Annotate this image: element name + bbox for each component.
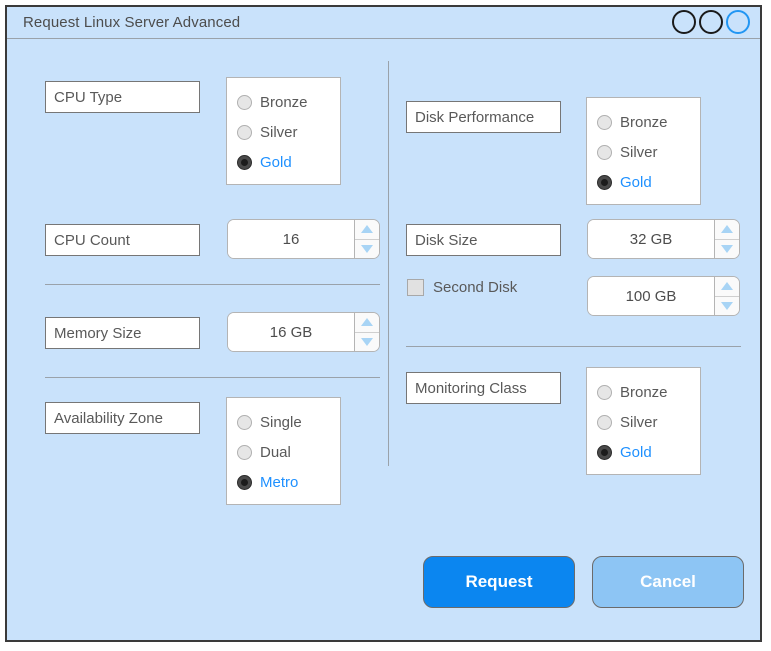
spinner-down-icon[interactable]: [355, 333, 379, 352]
radio-icon: [597, 384, 612, 400]
radio-label: Silver: [260, 123, 298, 141]
memory-size-stepper[interactable]: 16 GB: [227, 312, 380, 352]
spinner-down-icon[interactable]: [355, 240, 379, 259]
radio-label: Silver: [620, 413, 658, 431]
cpu-type-label: CPU Type: [45, 81, 200, 113]
left-divider-2: [45, 377, 380, 378]
spinner-down-icon[interactable]: [715, 240, 739, 259]
monitoring-class-label: Monitoring Class: [406, 372, 561, 404]
checkbox-icon[interactable]: [407, 279, 424, 296]
title-bar: Request Linux Server Advanced: [7, 7, 760, 39]
radio-icon: [597, 144, 612, 160]
window-title: Request Linux Server Advanced: [23, 14, 241, 31]
right-divider-1: [406, 346, 741, 347]
dialog-body: CPU Type Bronze Silver Gold CPU Count 16: [7, 39, 760, 642]
disk-performance-label: Disk Performance: [406, 101, 561, 133]
second-disk-spin-buttons: [714, 277, 739, 315]
radio-cpu-type-silver[interactable]: Silver: [237, 117, 340, 147]
disk-performance-radio-group[interactable]: Bronze Silver Gold: [586, 97, 701, 205]
radio-label: Gold: [620, 173, 652, 191]
disk-size-value[interactable]: 32 GB: [588, 220, 714, 258]
radio-icon: [237, 124, 252, 140]
left-divider-1: [45, 284, 380, 285]
availability-zone-label: Availability Zone: [45, 402, 200, 434]
second-disk-checkbox[interactable]: Second Disk: [407, 279, 517, 296]
disk-size-spin-buttons: [714, 220, 739, 258]
radio-label: Bronze: [620, 113, 668, 131]
cpu-count-stepper[interactable]: 16: [227, 219, 380, 259]
cpu-count-label: CPU Count: [45, 224, 200, 256]
radio-label: Metro: [260, 473, 299, 491]
cpu-count-value[interactable]: 16: [228, 220, 354, 258]
second-disk-label: Second Disk: [433, 279, 518, 296]
memory-size-value[interactable]: 16 GB: [228, 313, 354, 351]
radio-label: Gold: [260, 153, 292, 171]
spinner-down-icon[interactable]: [715, 297, 739, 316]
radio-label: Silver: [620, 143, 658, 161]
radio-monitoring-gold[interactable]: Gold: [597, 437, 700, 467]
radio-label: Single: [260, 413, 302, 431]
radio-disk-performance-silver[interactable]: Silver: [597, 137, 700, 167]
radio-icon: [237, 444, 252, 460]
radio-cpu-type-bronze[interactable]: Bronze: [237, 87, 340, 117]
monitoring-class-radio-group[interactable]: Bronze Silver Gold: [586, 367, 701, 475]
memory-size-label: Memory Size: [45, 317, 200, 349]
memory-size-spin-buttons: [354, 313, 379, 351]
close-icon[interactable]: [726, 10, 750, 34]
radio-monitoring-bronze[interactable]: Bronze: [597, 377, 700, 407]
radio-cpu-type-gold[interactable]: Gold: [237, 147, 340, 177]
maximize-icon[interactable]: [699, 10, 723, 34]
spinner-up-icon[interactable]: [715, 220, 739, 240]
spinner-up-icon[interactable]: [355, 313, 379, 333]
second-disk-size-value[interactable]: 100 GB: [588, 277, 714, 315]
radio-monitoring-silver[interactable]: Silver: [597, 407, 700, 437]
disk-size-stepper[interactable]: 32 GB: [587, 219, 740, 259]
radio-disk-performance-bronze[interactable]: Bronze: [597, 107, 700, 137]
radio-icon: [237, 414, 252, 430]
radio-availability-metro[interactable]: Metro: [237, 467, 340, 497]
dialog-window: Request Linux Server Advanced CPU Type B…: [5, 5, 762, 642]
radio-availability-single[interactable]: Single: [237, 407, 340, 437]
radio-icon: [597, 414, 612, 430]
minimize-icon[interactable]: [672, 10, 696, 34]
radio-icon: [597, 114, 612, 130]
cpu-count-spin-buttons: [354, 220, 379, 258]
radio-label: Bronze: [620, 383, 668, 401]
radio-icon-selected: [237, 154, 252, 170]
radio-label: Bronze: [260, 93, 308, 111]
radio-availability-dual[interactable]: Dual: [237, 437, 340, 467]
spinner-up-icon[interactable]: [715, 277, 739, 297]
spinner-up-icon[interactable]: [355, 220, 379, 240]
column-divider: [388, 61, 389, 466]
radio-icon: [237, 94, 252, 110]
second-disk-size-stepper[interactable]: 100 GB: [587, 276, 740, 316]
radio-icon-selected: [237, 474, 252, 490]
radio-disk-performance-gold[interactable]: Gold: [597, 167, 700, 197]
window-controls: [672, 10, 750, 34]
request-button[interactable]: Request: [423, 556, 575, 608]
radio-icon-selected: [597, 174, 612, 190]
radio-icon-selected: [597, 444, 612, 460]
cpu-type-radio-group[interactable]: Bronze Silver Gold: [226, 77, 341, 185]
availability-zone-radio-group[interactable]: Single Dual Metro: [226, 397, 341, 505]
disk-size-label: Disk Size: [406, 224, 561, 256]
radio-label: Gold: [620, 443, 652, 461]
radio-label: Dual: [260, 443, 291, 461]
cancel-button[interactable]: Cancel: [592, 556, 744, 608]
